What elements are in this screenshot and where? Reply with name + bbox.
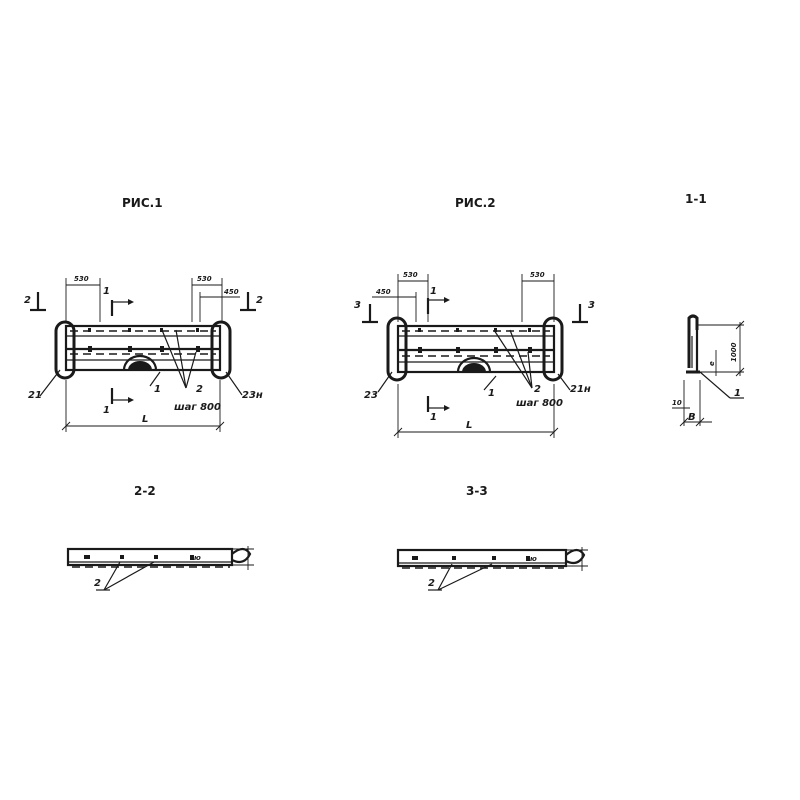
fig2-dim-left: 530 [403,271,418,279]
fig1-cut2-right: 2 [256,295,263,306]
fig2-cut1-top: 1 [430,286,437,297]
fig2-length: L [466,420,472,431]
figure-1: РИС.1 530 530 450 2 2 1 1 [24,196,263,432]
fig2-label-2: 2 [534,384,541,395]
sec22-label-2: 2 [94,578,101,589]
fig2-dim-small: 450 [376,288,391,296]
section-2-2: 2-2 ю 2 [66,484,254,591]
figure-2: РИС.2 530 450 530 3 3 1 1 [354,196,595,438]
fig1-dim-left: 530 [74,275,89,283]
fig1-dim-right: 530 [197,275,212,283]
figure-1-title: РИС.1 [122,196,163,210]
figure-2-title: РИС.2 [455,196,496,210]
fig2-step: шаг 800 [516,398,563,409]
fig1-label-2: 2 [196,384,203,395]
fig2-label-1: 1 [488,388,495,399]
fig1-step: шаг 800 [174,402,221,413]
fig2-dim-right: 530 [530,271,545,279]
section-3-3: 3-3 ю 2 [396,484,588,591]
sec11-dim-h: 1000 [730,342,738,362]
section-3-3-title: 3-3 [466,484,488,498]
sec11-dim-b: В [688,412,696,423]
sec33-label-2: 2 [428,578,435,589]
sec11-dim-10: 10 [672,399,682,407]
sec22-slab [66,547,234,567]
fig2-cut1-bot: 1 [430,412,437,423]
fig1-cut2-left: 2 [24,295,31,306]
fig2-label-21n: 21н [570,384,591,395]
fig1-label-23n: 23н [242,390,263,401]
fig1-cut1-top: 1 [103,286,110,297]
sec33-slab [396,548,568,568]
svg-text:ю: ю [194,554,201,562]
fig2-label-23: 23 [364,390,378,401]
fig2-cut3-left: 3 [354,300,361,311]
section-2-2-title: 2-2 [134,484,156,498]
section-1-1-title: 1-1 [685,192,707,206]
svg-text:ю: ю [530,555,537,563]
fig2-cut3-right: 3 [588,300,595,311]
fig1-dim-small: 450 [224,288,239,296]
fig1-label-21: 21 [28,390,42,401]
fig1-length: L [142,414,148,425]
fig1-cut1-bot: 1 [103,405,110,416]
sec11-dim-e: е [708,361,716,366]
sec11-label-1: 1 [734,388,741,399]
fig1-label-1: 1 [154,384,161,395]
section-1-1: 1-1 1000 е 10 В 1 [672,192,745,427]
